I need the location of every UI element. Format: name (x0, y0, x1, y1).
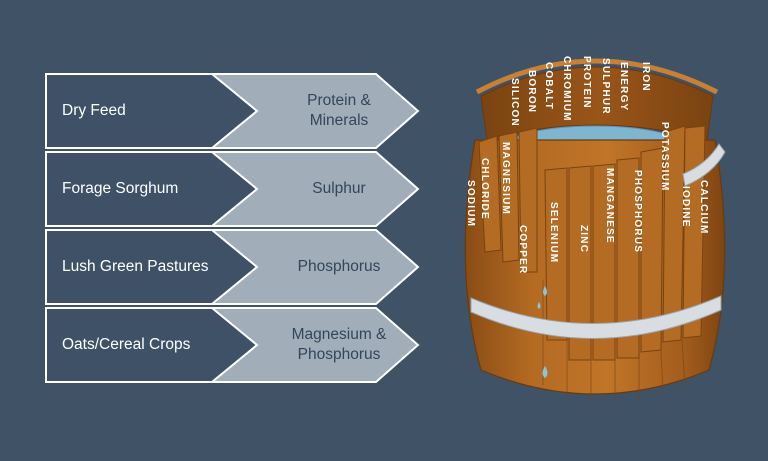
food-source-label: Oats/Cereal Crops (62, 336, 191, 353)
barrel-hoop-bottom (470, 295, 722, 339)
stave-label: IODINE (680, 186, 691, 228)
stave-label: SILICON (509, 78, 520, 127)
row-arrow-shape (45, 73, 420, 149)
nutrient-label: Protein & Minerals (264, 73, 414, 149)
row-arrow-shape (45, 151, 420, 227)
food-source-label: Forage Sorghum (62, 180, 179, 197)
nutrient-label-line: Magnesium & (291, 326, 387, 343)
barrel-back-rim (475, 58, 719, 95)
stave-label: SULPHUR (600, 58, 611, 115)
nutrient-label: Magnesium & Phosphorus (264, 307, 414, 383)
stave-label: MAGNESIUM (500, 142, 511, 215)
nutrient-barrel: SODIUM CHLORIDE MAGNESIUM SILICON BORON … (445, 40, 745, 450)
stave-label: SELENIUM (548, 202, 559, 263)
nutrient-label-line: Phosphorus (297, 258, 381, 275)
stave-label: COBALT (543, 62, 554, 110)
stave-label: SODIUM (465, 180, 476, 227)
food-source-row: Forage Sorghum Sulphur (45, 151, 420, 227)
nutrient-label-line: Minerals (309, 112, 369, 129)
stave-label: MANGANESE (604, 168, 615, 244)
stave-label: IRON (640, 62, 651, 92)
stave-label: POTASSIUM (659, 122, 670, 192)
barrel-staves (478, 125, 706, 361)
stave-label: CALCIUM (698, 180, 709, 235)
stave-label: COPPER (517, 225, 528, 274)
stave-label: CHLORIDE (479, 158, 490, 220)
nutrient-label-line: Sulphur (312, 180, 366, 197)
barrel-illustration: SODIUM CHLORIDE MAGNESIUM SILICON BORON … (464, 56, 726, 402)
food-source-label: Lush Green Pastures (62, 258, 209, 275)
stave-labels: SODIUM CHLORIDE MAGNESIUM SILICON BORON … (465, 56, 709, 274)
water-drips (537, 286, 548, 378)
nutrient-label-line: Protein & (307, 92, 371, 109)
barrel-hoop-top (682, 143, 726, 187)
nutrient-label: Phosphorus (264, 229, 414, 305)
stave-label: ENERGY (618, 62, 629, 111)
food-source-row: Lush Green Pastures Phosphorus (45, 229, 420, 305)
food-source-list: Dry Feed Protein & Minerals Forage Sorgh… (45, 73, 420, 383)
row-arrow-shape (45, 307, 420, 383)
nutrient-label-line: Phosphorus (297, 346, 381, 363)
food-source-row: Dry Feed Protein & Minerals (45, 73, 420, 149)
row-arrow-shape (45, 229, 420, 305)
food-source-label: Dry Feed (62, 102, 126, 119)
stave-label: CHROMIUM (561, 56, 572, 122)
food-source-row: Oats/Cereal Crops Magnesium & Phosphorus (45, 307, 420, 383)
nutrient-label: Sulphur (264, 151, 414, 227)
stave-label: PHOSPHORUS (632, 170, 643, 253)
stave-label: BORON (526, 70, 537, 113)
stave-label: ZINC (578, 225, 589, 253)
stave-label: PROTEIN (581, 56, 592, 109)
